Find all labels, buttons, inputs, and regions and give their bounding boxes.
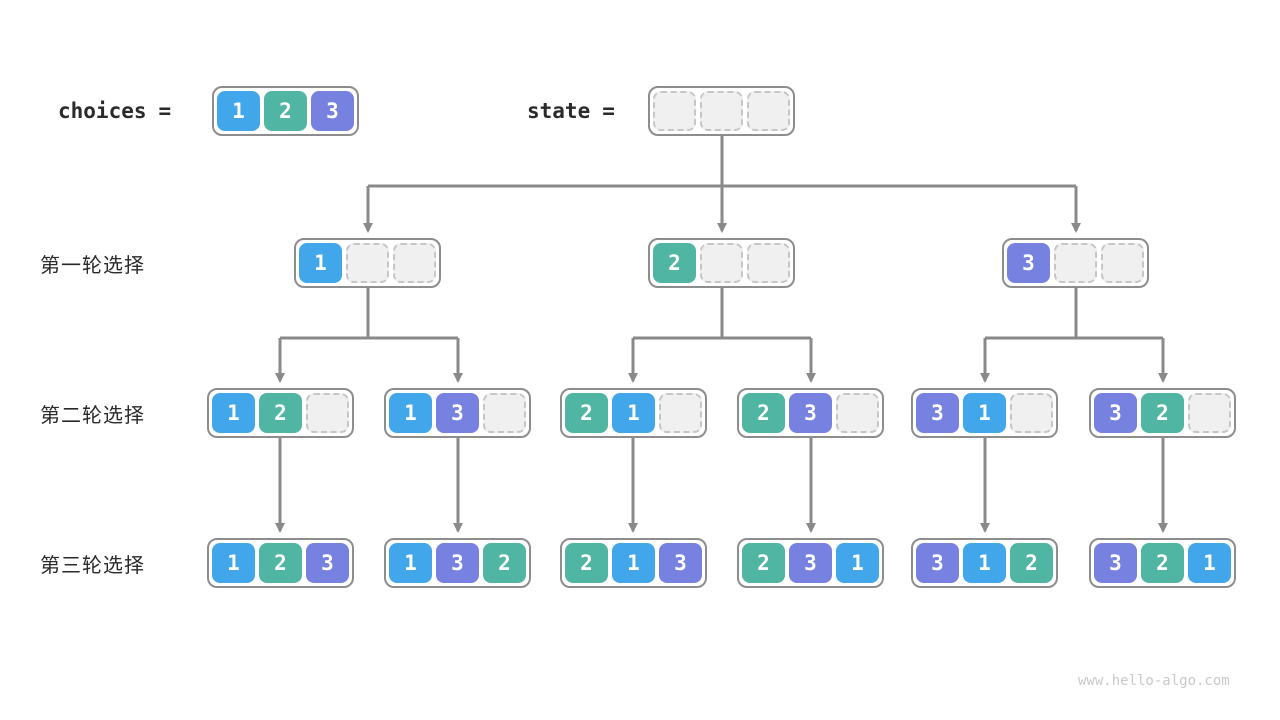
array-cell-1: 1 [389,393,432,433]
state-array [648,86,795,136]
array-cell-empty [700,243,743,283]
array-cell-2: 2 [1141,393,1184,433]
array-cell-1: 1 [212,393,255,433]
array-cell-2: 2 [259,543,302,583]
array-cell-empty [836,393,879,433]
array-cell-1: 1 [1188,543,1231,583]
array-cell-empty [306,393,349,433]
array-cell-3: 3 [1094,393,1137,433]
array-cell-3: 3 [311,91,354,131]
array-cell-3: 3 [436,393,479,433]
array-cell-3: 3 [916,393,959,433]
array-cell-2: 2 [565,393,608,433]
watermark-url: www.hello-algo.com [1078,673,1230,689]
array-cell-empty [1101,243,1144,283]
array-cell-empty [659,393,702,433]
array-cell-1: 1 [612,393,655,433]
equals-sign: = [602,99,615,123]
array-cell-1: 1 [836,543,879,583]
array-cell-2: 2 [264,91,307,131]
array-cell-1: 1 [389,543,432,583]
tree-node-r1-2: 2 [648,238,795,288]
array-cell-1: 1 [963,393,1006,433]
array-cell-empty [483,393,526,433]
tree-node-r1-3: 3 [1002,238,1149,288]
array-cell-3: 3 [1007,243,1050,283]
array-cell-empty [346,243,389,283]
array-cell-1: 1 [612,543,655,583]
array-cell-1: 1 [299,243,342,283]
choices-caption: choices = [58,86,171,136]
array-cell-3: 3 [436,543,479,583]
array-cell-empty [393,243,436,283]
round-2-label: 第二轮选择 [40,402,145,427]
array-cell-2: 2 [653,243,696,283]
array-cell-empty [747,91,790,131]
tree-node-r1-1: 1 [294,238,441,288]
connector-arrow-lines [275,186,1168,533]
array-cell-1: 1 [963,543,1006,583]
array-cell-3: 3 [789,393,832,433]
state-label: state [527,99,591,123]
array-cell-3: 3 [916,543,959,583]
connector-trunk-lines [280,136,1163,340]
array-cell-1: 1 [217,91,260,131]
array-cell-3: 3 [1094,543,1137,583]
round-1-label: 第一轮选择 [40,252,145,277]
array-cell-empty [653,91,696,131]
array-cell-3: 3 [659,543,702,583]
array-cell-2: 2 [742,543,785,583]
array-cell-empty [700,91,743,131]
array-cell-empty [1188,393,1231,433]
array-cell-2: 2 [259,393,302,433]
array-cell-1: 1 [212,543,255,583]
choices-label: choices [58,99,147,123]
array-cell-2: 2 [1010,543,1053,583]
array-cell-3: 3 [306,543,349,583]
array-cell-2: 2 [565,543,608,583]
equals-sign: = [158,99,172,123]
array-cell-empty [1010,393,1053,433]
array-cell-2: 2 [1141,543,1184,583]
array-cell-empty [1054,243,1097,283]
state-caption: state = [527,86,615,136]
array-cell-2: 2 [742,393,785,433]
array-cell-3: 3 [789,543,832,583]
array-cell-empty [747,243,790,283]
round-3-label: 第三轮选择 [40,552,145,577]
array-cell-2: 2 [483,543,526,583]
